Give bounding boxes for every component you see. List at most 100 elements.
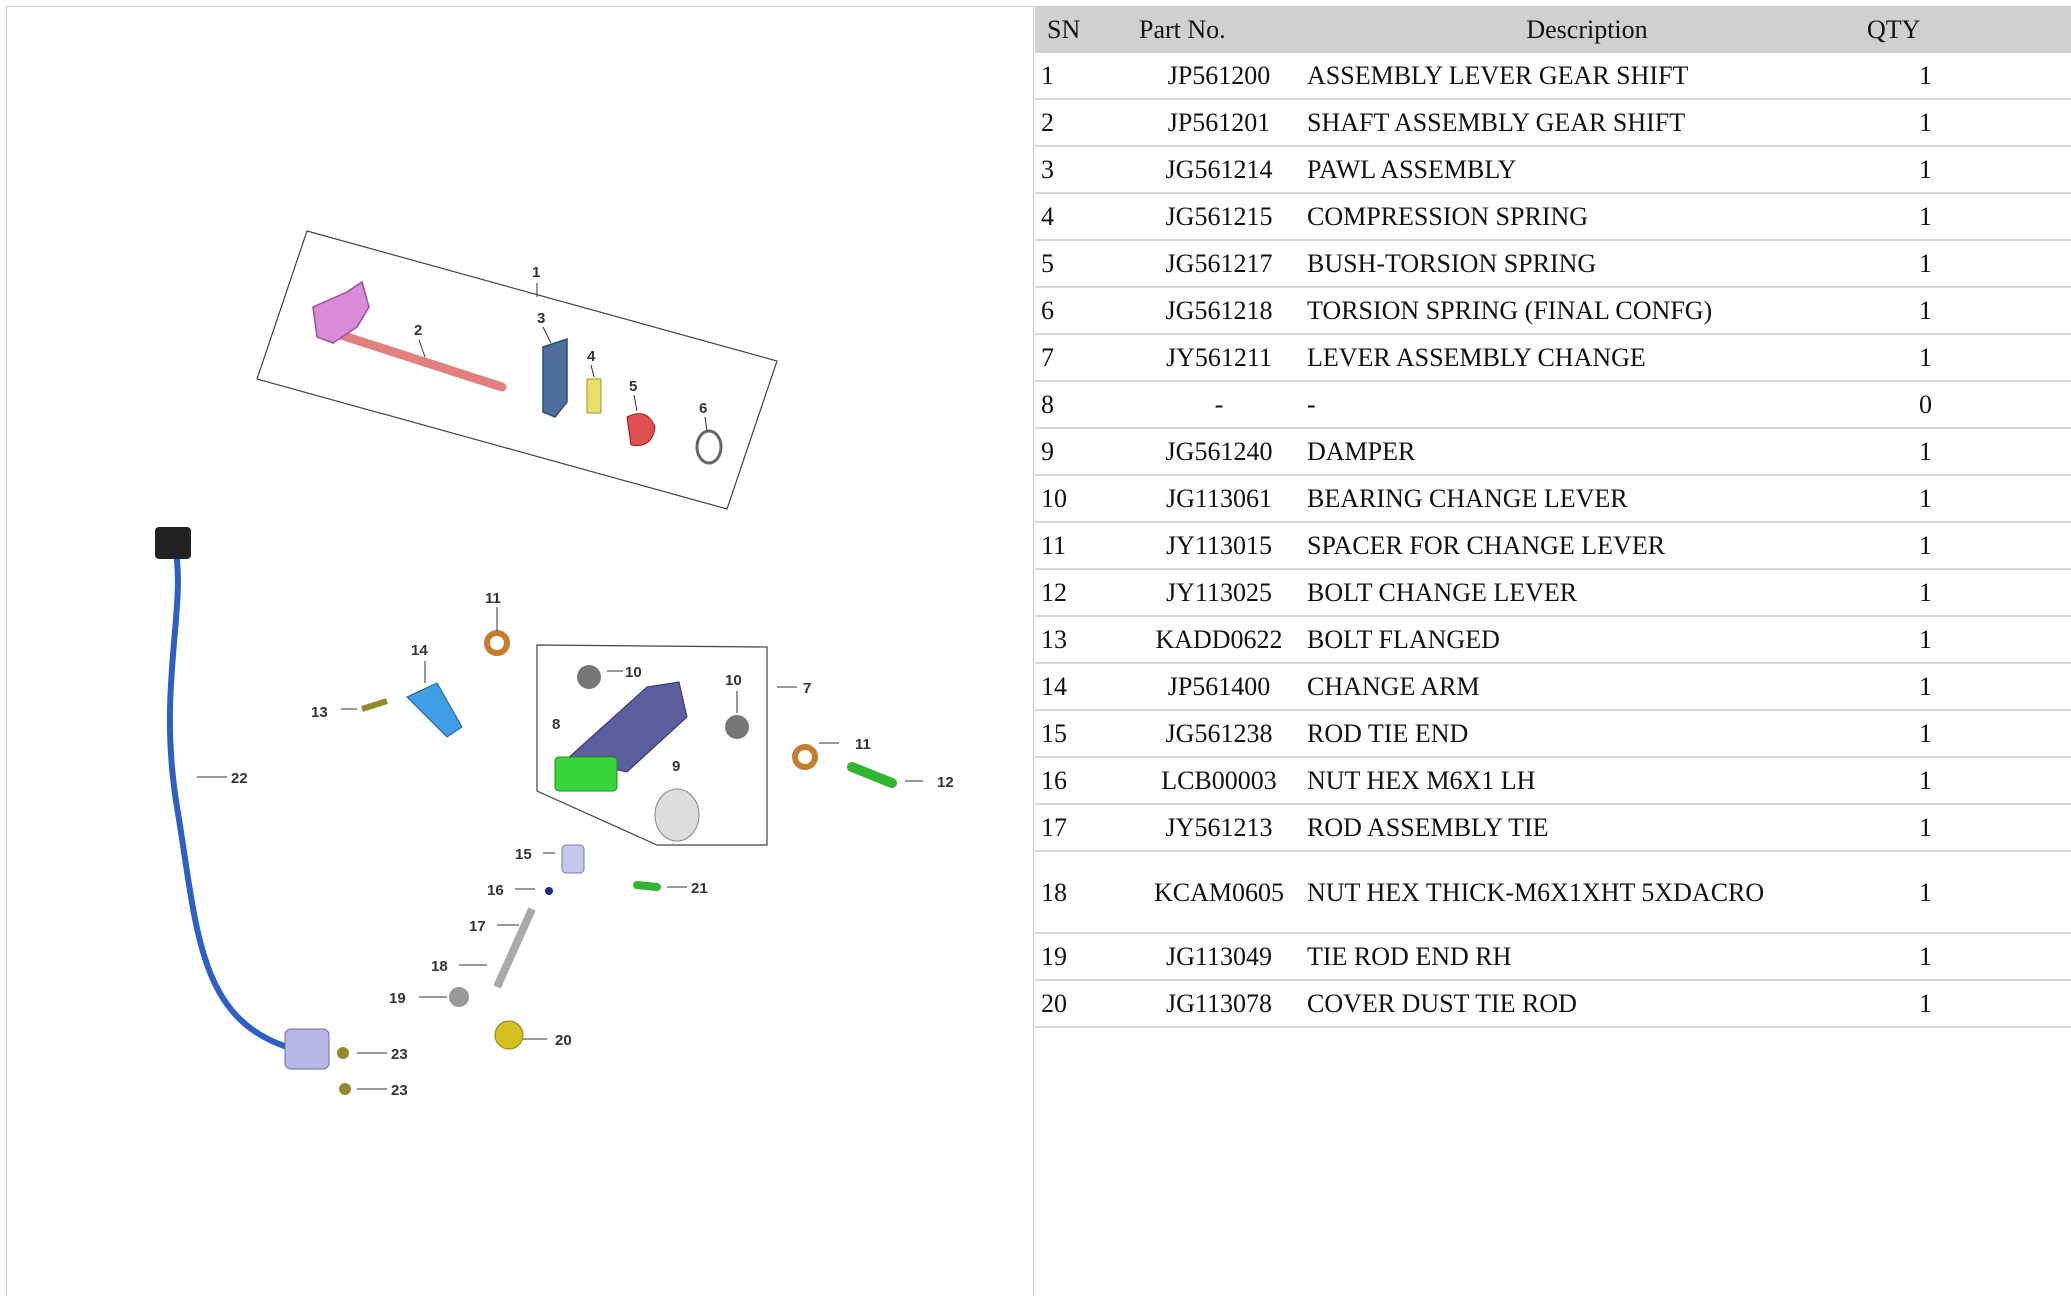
- diagram-drawing: 1 2 3 4 5 6 7 8 9 10 10 11 11 12 13 14 1…: [155, 230, 954, 1099]
- column-header-part-no: Part No.: [1139, 6, 1299, 53]
- gear-shift-shaft-part: [317, 324, 507, 392]
- cell-sn: 4: [1035, 193, 1139, 241]
- cell-part-no: JG561217: [1139, 240, 1299, 288]
- cell-sn: 18: [1035, 851, 1139, 934]
- callout-label: 19: [389, 990, 406, 1007]
- callout-label: 20: [555, 1032, 572, 1049]
- cell-description: PAWL ASSEMBLY: [1299, 146, 1867, 194]
- cell-description: SPACER FOR CHANGE LEVER: [1299, 522, 1867, 570]
- callout-label: 9: [672, 758, 680, 775]
- callout-label: 11: [855, 736, 871, 753]
- cell-part-no: JG561214: [1139, 146, 1299, 194]
- group-box-upper: [256, 230, 778, 510]
- cell-description: COVER DUST TIE ROD: [1299, 980, 1867, 1028]
- cell-description: BOLT FLANGED: [1299, 616, 1867, 664]
- cell-qty: 1: [1867, 757, 2071, 805]
- callout-label: 1: [532, 264, 540, 281]
- cable-part: [166, 546, 288, 1050]
- group-box-lower: [536, 644, 768, 846]
- cell-sn: 10: [1035, 475, 1139, 523]
- cell-sn: 7: [1035, 334, 1139, 382]
- lever-green-part: [554, 756, 618, 792]
- torsion-spring-part: [695, 429, 723, 465]
- cell-part-no: JG561215: [1139, 193, 1299, 241]
- cell-description: NUT HEX THICK-M6X1XHT 5XDACRO: [1299, 851, 1867, 934]
- cell-qty: 1: [1867, 53, 2071, 100]
- table-row: 8--0: [1035, 381, 2071, 429]
- cell-description: COMPRESSION SPRING: [1299, 193, 1867, 241]
- cell-qty: 1: [1867, 287, 2071, 335]
- cell-part-no: JP561201: [1139, 99, 1299, 147]
- callout-label: 16: [487, 882, 504, 899]
- cell-part-no: JG561238: [1139, 710, 1299, 758]
- cell-part-no: JG113049: [1139, 933, 1299, 981]
- callout-label: 23: [391, 1046, 408, 1063]
- cell-part-no: KCAM0605: [1139, 851, 1299, 934]
- cell-qty: 1: [1867, 522, 2071, 570]
- cell-description: CHANGE ARM: [1299, 663, 1867, 711]
- cell-qty: 1: [1867, 569, 2071, 617]
- callout-label: 18: [431, 958, 448, 975]
- cell-part-no: JG113061: [1139, 475, 1299, 523]
- pawl-part: [542, 337, 568, 418]
- column-header-sn: SN: [1035, 6, 1139, 53]
- cell-sn: 2: [1035, 99, 1139, 147]
- cell-description: SHAFT ASSEMBLY GEAR SHIFT: [1299, 99, 1867, 147]
- callout-label: 23: [391, 1082, 408, 1099]
- shift-lever-part: [312, 280, 370, 344]
- callout-label: 17: [469, 918, 486, 935]
- callout-label: 13: [311, 704, 328, 721]
- cell-qty: 1: [1867, 804, 2071, 852]
- cell-part-no: -: [1139, 381, 1299, 429]
- cell-sn: 13: [1035, 616, 1139, 664]
- callout-label: 11: [485, 590, 501, 607]
- cell-qty: 0: [1867, 381, 2071, 429]
- cell-qty: 1: [1867, 240, 2071, 288]
- cell-qty: 1: [1867, 616, 2071, 664]
- cell-description: -: [1299, 381, 1867, 429]
- sensor-part: [284, 1028, 330, 1070]
- cell-sn: 14: [1035, 663, 1139, 711]
- cell-part-no: JY561211: [1139, 334, 1299, 382]
- connector-part: [155, 527, 191, 559]
- cell-part-no: JG561218: [1139, 287, 1299, 335]
- callout-label: 15: [515, 846, 532, 863]
- cell-description: BUSH-TORSION SPRING: [1299, 240, 1867, 288]
- cell-part-no: LCB00003: [1139, 757, 1299, 805]
- cell-qty: 1: [1867, 428, 2071, 476]
- cell-sn: 19: [1035, 933, 1139, 981]
- cell-sn: 20: [1035, 980, 1139, 1028]
- cell-sn: 15: [1035, 710, 1139, 758]
- callout-label: 3: [537, 310, 545, 327]
- cell-qty: 1: [1867, 663, 2071, 711]
- cell-part-no: JG113078: [1139, 980, 1299, 1028]
- cell-sn: 16: [1035, 757, 1139, 805]
- cell-description: NUT HEX M6X1 LH: [1299, 757, 1867, 805]
- callout-label: 14: [411, 642, 428, 659]
- compression-spring-part: [586, 378, 602, 414]
- callout-label: 10: [625, 664, 642, 681]
- cell-description: BOLT CHANGE LEVER: [1299, 569, 1867, 617]
- bush-part: [626, 413, 656, 447]
- cell-qty: 1: [1867, 99, 2071, 147]
- cell-sn: 12: [1035, 569, 1139, 617]
- cell-description: LEVER ASSEMBLY CHANGE: [1299, 334, 1867, 382]
- cell-sn: 17: [1035, 804, 1139, 852]
- callout-label: 2: [414, 322, 422, 339]
